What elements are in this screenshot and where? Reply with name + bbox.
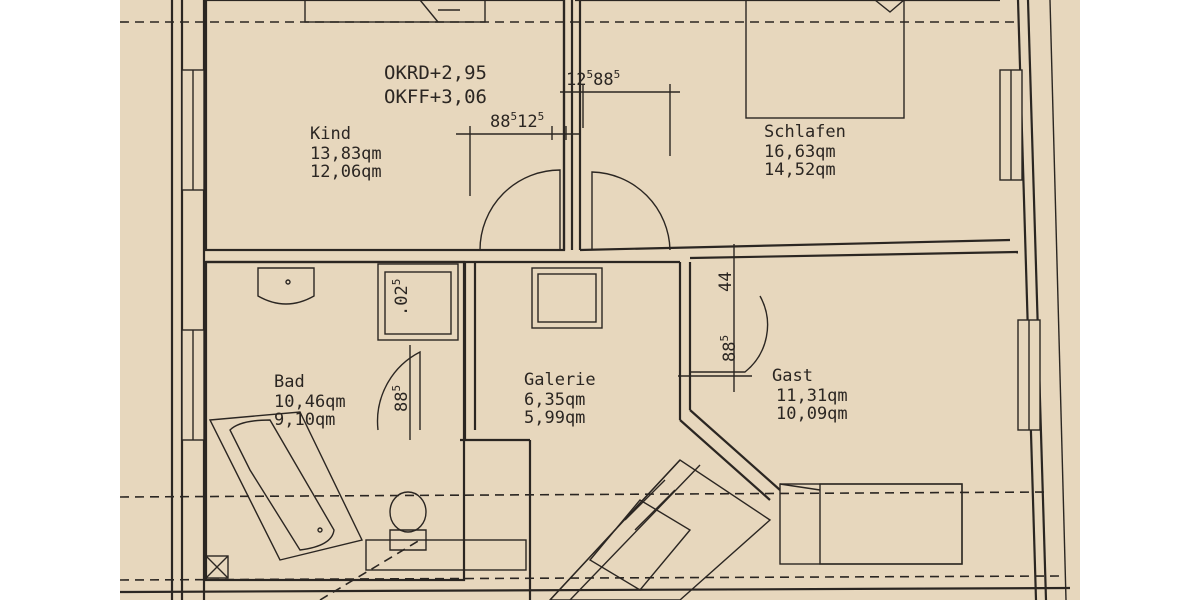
dim-gast-door: 885 <box>718 334 740 362</box>
room-bad-name: Bad <box>274 372 305 392</box>
dim-schlafen-door: 125885 <box>566 68 621 90</box>
windows <box>181 69 1041 441</box>
room-bad-area1: 10,46qm <box>274 392 346 412</box>
top-features <box>120 0 1020 119</box>
room-gast-area1: 11,31qm <box>776 386 848 406</box>
dim-gast-44: 44 <box>716 271 736 292</box>
dimension-lines <box>409 84 735 440</box>
stairs <box>549 459 772 600</box>
room-schlafen-area2: 14,52qm <box>764 160 836 180</box>
floor-plan-drawing <box>120 0 1071 600</box>
room-schlafen-name: Schlafen <box>764 122 846 142</box>
room-kind-area2: 12,06qm <box>310 162 382 182</box>
room-gast-area2: 10,09qm <box>776 404 848 424</box>
kind-room-walls <box>204 0 574 252</box>
gast-room-walls <box>678 250 1019 565</box>
dim-bad-shower: .025 <box>390 278 412 316</box>
dim-bad-door: 885 <box>390 384 412 412</box>
galerie-walls <box>206 260 781 600</box>
schlafen-room-walls <box>575 0 1011 252</box>
level-okff: OKFF+3,06 <box>384 86 487 108</box>
room-galerie-area1: 6,35qm <box>524 390 586 410</box>
room-gast-name: Gast <box>772 366 813 386</box>
room-kind-area1: 13,83qm <box>310 144 382 164</box>
bottom-dashed-lines <box>120 491 1071 600</box>
room-galerie-name: Galerie <box>524 370 596 390</box>
bad-room-fixtures <box>204 260 527 582</box>
floor-plan-sheet: OKRD+2,95 OKFF+3,06 885125 125885 .025 8… <box>120 0 1080 600</box>
room-galerie-area2: 5,99qm <box>524 408 586 428</box>
room-schlafen-area1: 16,63qm <box>764 142 836 162</box>
room-kind-name: Kind <box>310 124 351 144</box>
dim-kind-door: 885125 <box>490 110 545 132</box>
room-bad-area2: 9,10qm <box>274 410 336 430</box>
level-okrd: OKRD+2,95 <box>384 62 487 84</box>
